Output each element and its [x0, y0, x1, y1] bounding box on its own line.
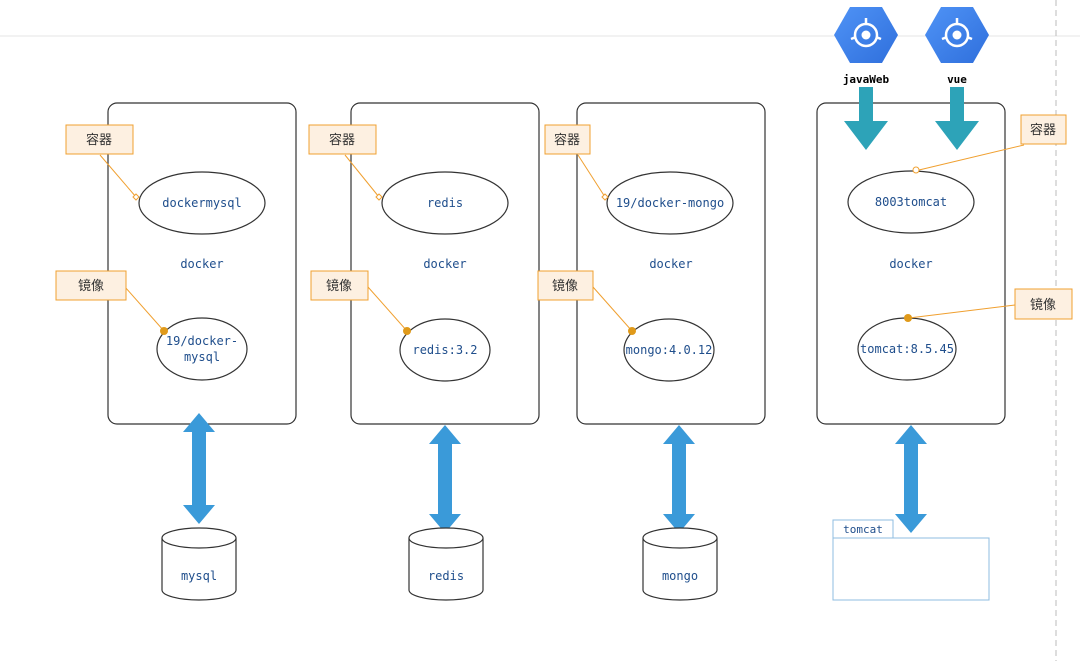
hexagon-app-engine-icon: [834, 7, 898, 63]
down-arrow: [935, 87, 979, 150]
callout-leader-line: [577, 154, 606, 198]
image-label: mongo:4.0.12: [626, 343, 713, 357]
down-arrow: [844, 87, 888, 150]
container-ellipse: [847, 170, 975, 234]
hexagon-app-engine-icon: [925, 7, 989, 63]
callout-box: [1014, 288, 1073, 320]
database-cylinder: redis: [408, 527, 484, 601]
database-label: mysql: [181, 569, 217, 583]
database-label: redis: [428, 569, 464, 583]
callout-image: 镜像: [310, 270, 411, 335]
callout-image: 镜像: [537, 270, 636, 335]
image-ellipse: [623, 318, 715, 382]
callout-anchor-dot: [904, 314, 912, 322]
database-label: mongo: [662, 569, 698, 583]
callout-label: 容器: [1030, 122, 1056, 138]
callout-leader-line: [124, 286, 165, 332]
container-label: 19/docker-mongo: [616, 196, 724, 210]
image-ellipse: [399, 318, 491, 382]
callout-box: [55, 270, 127, 301]
callout-anchor-dot: [628, 327, 636, 335]
callout-label: 镜像: [552, 279, 578, 294]
bidirectional-arrow: [895, 425, 927, 533]
docker-host-label: docker: [180, 257, 223, 271]
callout-label: 容器: [554, 132, 580, 148]
app-vue: vue: [925, 7, 989, 150]
cylinder-top: [642, 527, 718, 549]
docker-host-label: docker: [423, 257, 466, 271]
docker-host-tomcat: docker 8003tomcat tomcat:8.5.45 容器 镜像 to…: [816, 102, 1073, 601]
cylinder-top: [161, 527, 237, 549]
callout-image: 镜像: [904, 288, 1073, 322]
callout-image: 镜像: [55, 270, 168, 335]
image-label-line-2: mysql: [184, 350, 220, 364]
cylinder-top: [408, 527, 484, 549]
bidirectional-arrow: [183, 413, 215, 524]
docker-host-label: docker: [649, 257, 692, 271]
app-javaweb: javaWeb: [834, 7, 898, 150]
callout-anchor-circle: [912, 166, 920, 174]
docker-host-mongo: docker 19/docker-mongo mongo:4.0.12 容器 镜…: [537, 102, 766, 601]
tomcat-body: [832, 537, 990, 601]
callout-leader-line: [592, 286, 633, 332]
callout-leader-line: [344, 154, 380, 198]
image-label-line-1: 19/docker-: [166, 334, 238, 348]
image-label: tomcat:8.5.45: [860, 342, 954, 356]
container-ellipse: [606, 171, 734, 235]
callout-label: 容器: [86, 132, 112, 148]
bidirectional-arrow: [663, 425, 695, 533]
callout-box: [537, 270, 594, 301]
image-label: redis:3.2: [412, 343, 477, 357]
callout-leader-line: [367, 286, 408, 332]
container-ellipse: [381, 171, 509, 235]
container-label: dockermysql: [162, 196, 241, 210]
callout-container: 容器: [65, 124, 140, 201]
database-cylinder: mongo: [642, 527, 718, 601]
callout-anchor-dot: [160, 327, 168, 335]
docker-host-redis: docker redis redis:3.2 容器 镜像 redis: [308, 102, 540, 601]
callout-label: 镜像: [1030, 298, 1056, 313]
callout-box: [1020, 114, 1067, 145]
callout-leader-line: [99, 154, 137, 198]
cylinder-body: [642, 538, 718, 601]
callout-box: [308, 124, 377, 155]
database-cylinder: mysql: [161, 527, 237, 601]
app-label: vue: [947, 73, 967, 86]
callout-label: 镜像: [78, 279, 104, 294]
callout-label: 镜像: [326, 279, 352, 294]
tomcat-tab-label: tomcat: [843, 523, 883, 536]
callout-box: [310, 270, 369, 301]
cylinder-body: [408, 538, 484, 601]
callout-anchor-diamond: [132, 193, 140, 201]
app-label: javaWeb: [843, 73, 890, 86]
tomcat-webapp-box: tomcat: [832, 519, 990, 601]
callout-box: [544, 124, 591, 155]
cylinder-body: [161, 538, 237, 601]
image-ellipse: [156, 317, 248, 381]
callout-anchor-dot: [403, 327, 411, 335]
container-label: redis: [427, 196, 463, 210]
callout-leader-line: [908, 304, 1016, 319]
container-ellipse: [138, 171, 266, 235]
callout-label: 容器: [329, 132, 355, 148]
docker-host-label: docker: [889, 257, 932, 271]
callout-leader-line: [918, 144, 1025, 171]
container-label: 8003tomcat: [875, 195, 947, 209]
callout-container: 容器: [544, 124, 609, 201]
docker-host-mysql: docker dockermysql 19/docker- mysql 容器 镜…: [55, 102, 297, 601]
bidirectional-arrow: [429, 425, 461, 533]
callout-anchor-diamond: [375, 193, 383, 201]
callout-anchor-diamond: [601, 193, 609, 201]
callout-container: 容器: [912, 114, 1067, 174]
callout-container: 容器: [308, 124, 383, 201]
callout-box: [65, 124, 134, 155]
